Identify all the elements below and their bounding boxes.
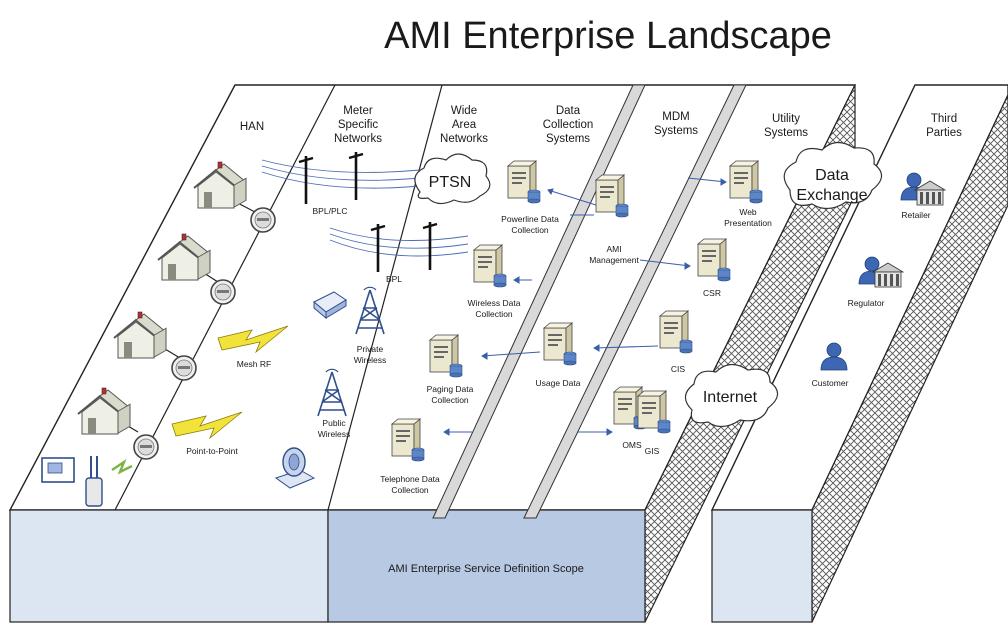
label-regulator: Regulator (848, 298, 885, 308)
lane-dcs-1: Data (556, 105, 581, 117)
lane-dcs-3: Systems (546, 133, 590, 145)
scope-label: AMI Enterprise Service Definition Scope (388, 563, 584, 575)
label-wireless-2: Collection (475, 309, 513, 319)
mesh-rf-bolt-icon (217, 325, 289, 354)
gis-server-icon (637, 390, 671, 434)
lane-labels: HAN Meter Specific Networks Wide Area Ne… (240, 105, 962, 145)
lane-han: HAN (240, 121, 264, 133)
label-point-to-point: Point-to-Point (186, 446, 238, 456)
satellite-dish-icon (274, 447, 316, 489)
label-public-1: Public (322, 418, 346, 428)
power-lines (261, 159, 469, 257)
label-powerline-1: Powerline Data (501, 214, 559, 224)
lane-third-2: Parties (926, 127, 962, 139)
ami-management-server-icon (595, 174, 629, 218)
meter-icon (210, 279, 236, 305)
web-server-icon (729, 160, 763, 204)
meter-icon (250, 207, 276, 233)
label-bpl: BPL (386, 274, 402, 284)
lane-dcs-2: Collection (543, 119, 594, 131)
thermostat-icon (41, 457, 75, 483)
lane-mdm-2: Systems (654, 125, 698, 137)
lightning-icon (111, 458, 133, 475)
label-usage: Usage Data (536, 378, 581, 388)
lane-mdm-1: MDM (662, 111, 689, 123)
label-customer: Customer (812, 378, 849, 388)
label-web-1: Web (739, 207, 757, 217)
data-exchange-cloud: Data Exchange (783, 141, 883, 210)
label-ami-1: AMI (606, 244, 621, 254)
label-paging-2: Collection (431, 395, 469, 405)
label-cis: CIS (671, 364, 686, 374)
label-telephone-2: Collection (391, 485, 429, 495)
lane-wan-2: Area (452, 119, 477, 131)
modem-icon (313, 291, 347, 320)
lane-util-1: Utility (772, 113, 800, 125)
lane-meter-3: Networks (334, 133, 382, 145)
label-retailer: Retailer (901, 210, 930, 220)
data-exchange-label-2: Exchange (796, 187, 867, 204)
label-oms: OMS (622, 440, 642, 450)
label-public-2: Wireless (318, 429, 351, 439)
lane-util-2: Systems (764, 127, 808, 139)
label-gis: GIS (645, 446, 660, 456)
label-powerline-2: Collection (511, 225, 549, 235)
internet-cloud: Internet (684, 363, 779, 428)
label-paging-1: Paging Data (427, 384, 474, 394)
flow-arrows (443, 177, 727, 436)
data-exchange-label-1: Data (815, 167, 849, 184)
powerline-server-icon (507, 160, 541, 204)
wireless-server-icon (473, 244, 507, 288)
page-title: AMI Enterprise Landscape (384, 15, 832, 57)
point-to-point-bolt-icon (171, 411, 243, 440)
lane-third-1: Third (931, 113, 957, 125)
label-web-2: Presentation (724, 218, 772, 228)
cis-server-icon (659, 310, 693, 354)
meter-icon (133, 434, 159, 460)
label-private-2: Wireless (354, 355, 387, 365)
telephone-server-icon (391, 418, 425, 462)
paging-server-icon (429, 334, 463, 378)
water-heater-icon (85, 456, 103, 507)
csr-server-icon (697, 238, 731, 282)
ptsn-cloud: PTSN (414, 153, 491, 205)
lane-meter-2: Specific (338, 119, 379, 131)
label-ami-2: Management (589, 255, 639, 265)
lane-wan-1: Wide (451, 105, 477, 117)
scope-area (327, 509, 646, 623)
label-mesh-rf: Mesh RF (237, 359, 271, 369)
lane-meter-1: Meter (343, 105, 373, 117)
label-bpl-plc: BPL/PLC (313, 206, 348, 216)
platform-front-left (9, 509, 329, 623)
lane-wan-3: Networks (440, 133, 488, 145)
ptsn-label: PTSN (429, 174, 472, 191)
pipe-dividers (432, 84, 747, 519)
usage-data-server-icon (543, 322, 577, 366)
label-private-1: Private (357, 344, 384, 354)
label-csr: CSR (703, 288, 721, 298)
label-wireless-1: Wireless Data (468, 298, 521, 308)
meter-icon (171, 355, 197, 381)
internet-label: Internet (703, 389, 758, 406)
label-telephone-1: Telephone Data (380, 474, 440, 484)
